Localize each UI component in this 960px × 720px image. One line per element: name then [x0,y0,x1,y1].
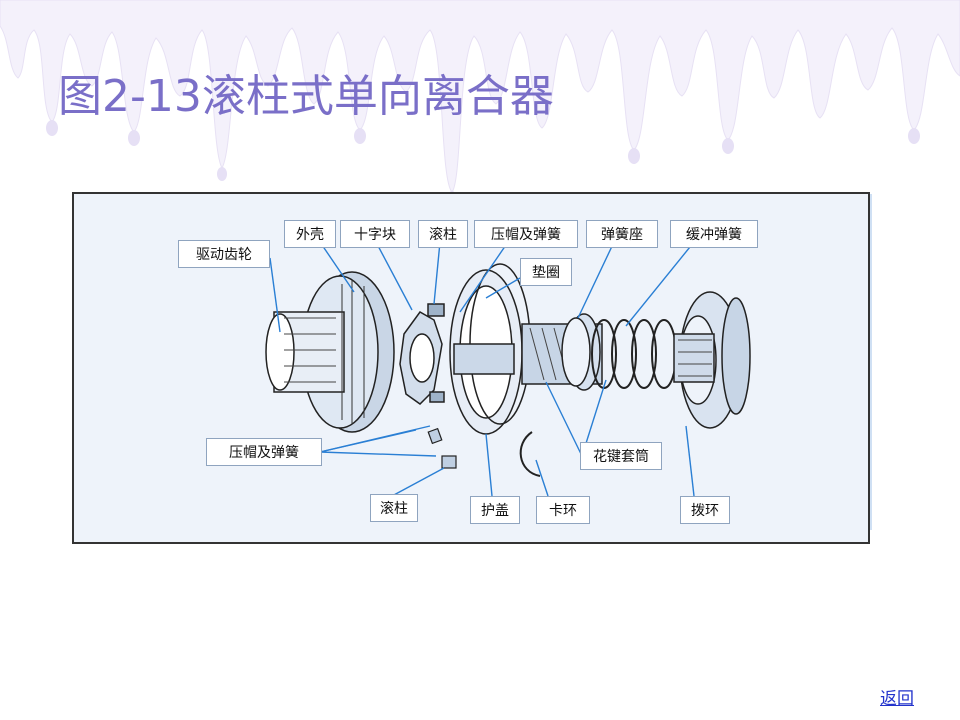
label-cap-spring-left: 压帽及弹簧 [206,438,322,466]
cross-block-part [399,303,445,405]
shift-ring-part [673,291,751,429]
return-link[interactable]: 返回 [880,689,914,709]
label-roller-top: 滚柱 [418,220,468,248]
label-cross-block: 十字块 [340,220,410,248]
guard-rings-part [449,263,531,435]
snap-ring-part [519,431,541,477]
buffer-spring-part [591,319,677,389]
clutch-illustration [265,241,751,497]
label-drive-gear: 驱动齿轮 [178,240,270,268]
label-snap-ring: 卡环 [536,496,590,524]
label-washer: 垫圈 [520,258,572,286]
label-housing: 外壳 [284,220,336,248]
label-guard-cover: 护盖 [470,496,520,524]
loose-rollers-part [427,427,457,469]
label-buffer-spring: 缓冲弹簧 [670,220,758,248]
label-cap-spring-top: 压帽及弹簧 [474,220,578,248]
drive-gear-part [265,271,395,433]
slide-title: 图2-13滚柱式单向离合器 [58,71,554,122]
spring-seat-part [561,313,601,391]
label-spring-seat: 弹簧座 [586,220,658,248]
leader-lines [269,241,695,497]
clutch-diagram: 驱动齿轮 外壳 十字块 滚柱 压帽及弹簧 弹簧座 缓冲弹簧 垫圈 压帽及弹簧 花… [72,192,870,544]
label-spline-sleeve: 花键套筒 [580,442,662,470]
label-shift-ring: 拨环 [680,496,730,524]
label-roller-bottom: 滚柱 [370,494,418,522]
